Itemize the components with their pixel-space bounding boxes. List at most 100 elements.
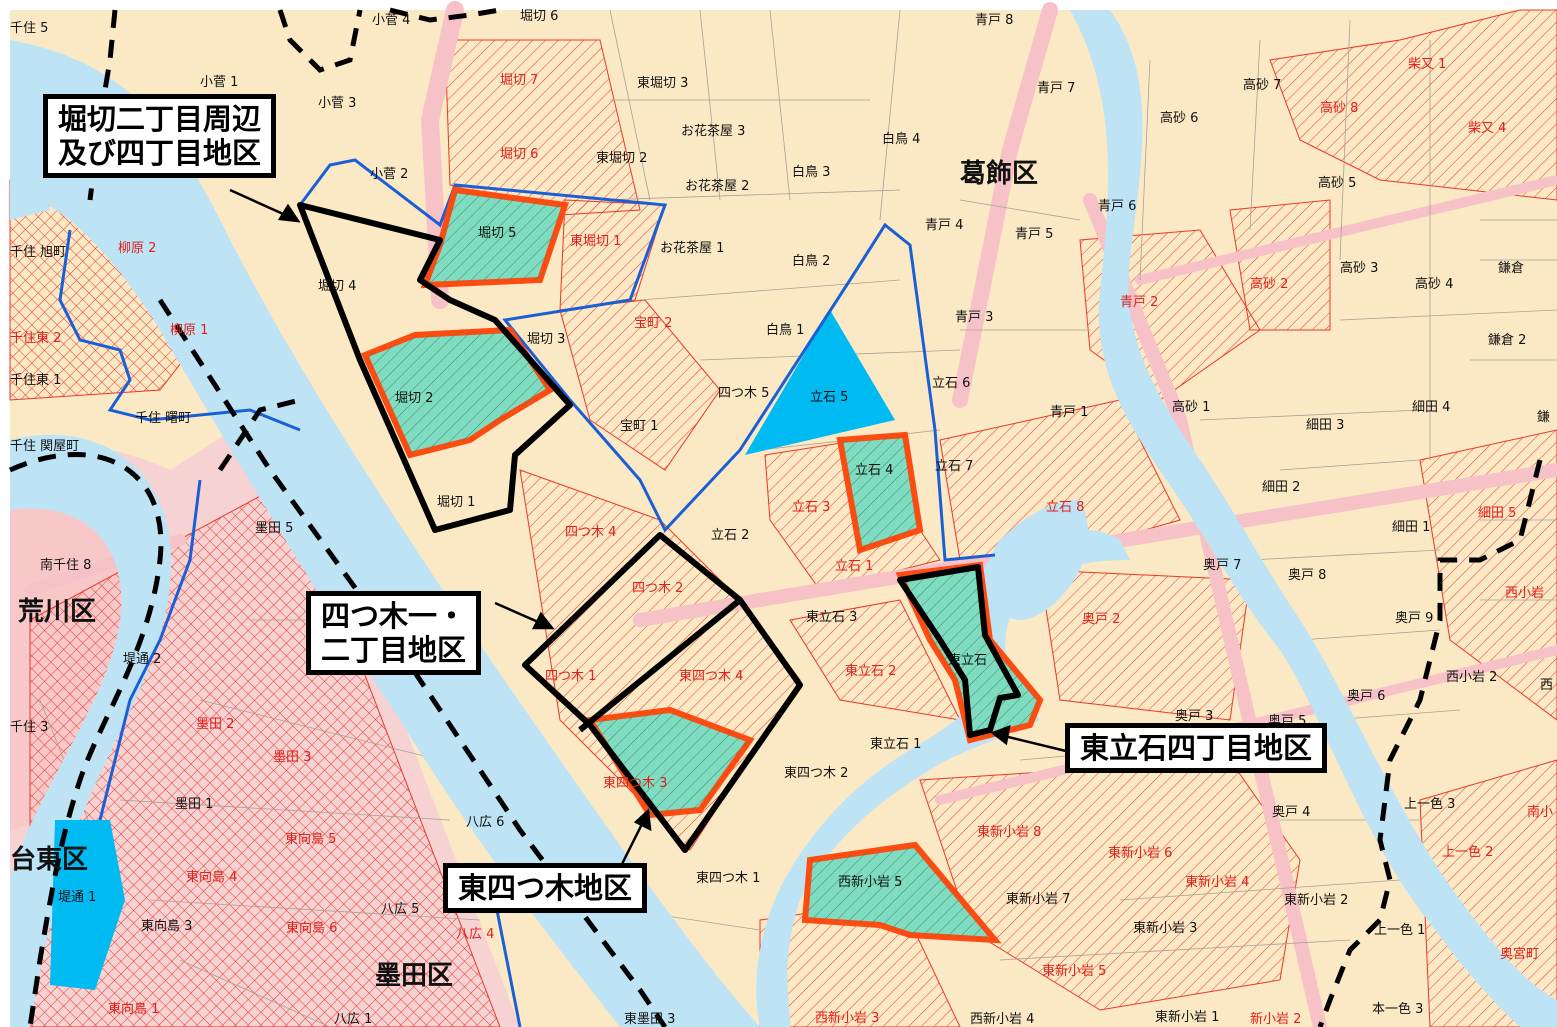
district-label: 小菅 2: [370, 167, 409, 182]
district-label: 細田 1: [1392, 520, 1431, 535]
district-label: 四つ木 5: [718, 386, 770, 401]
district-label: 柴又 4: [1468, 121, 1507, 136]
road-takasago: [1135, 175, 1557, 285]
district-label: 細田 2: [1262, 480, 1301, 495]
district-label: 青戸 8: [975, 13, 1014, 28]
district-label: 青戸 6: [1098, 199, 1137, 214]
district-outlines: [297, 202, 1021, 853]
district-label: 堀切 3: [527, 332, 566, 347]
district-label: 東向島 6: [286, 921, 338, 936]
district-label: 東向島 3: [141, 919, 193, 934]
district-label: 立石 3: [792, 500, 831, 515]
district-label: 東堀切 1: [570, 234, 622, 249]
district-label: 白鳥 4: [882, 132, 921, 147]
arrowhead-yotsugi: [531, 611, 555, 630]
district-label: 東堀切 2: [596, 151, 648, 166]
zone-higashihorikiri-1: [559, 199, 666, 311]
frame-top: [0, 0, 1557, 10]
district-label: 白鳥 2: [792, 254, 831, 269]
district-label: 千住 曙町: [135, 411, 192, 426]
district-label: 墨田 1: [175, 797, 214, 812]
district-label: 堀切 6: [500, 147, 539, 162]
district-label: 千住東 2: [10, 331, 62, 346]
district-label: 青戸 5: [1015, 227, 1054, 242]
zone-takaracho-2: [559, 299, 721, 471]
district-label: 西新小岩 4: [970, 1012, 1035, 1027]
district-label: 西新小岩 5: [838, 875, 903, 890]
district-label: 東新小岩 5: [1042, 964, 1107, 979]
district-label: 柳原 1: [170, 323, 209, 338]
district-label: 堀切 2: [395, 391, 434, 406]
district-label: 四つ木 4: [565, 525, 617, 540]
district-label: 立石 2: [711, 528, 750, 543]
blue-boundaries: [58, 158, 996, 1027]
frame-left: [0, 0, 10, 1027]
district-label: 新小岩 2: [1250, 1012, 1302, 1027]
district-label: 千住 旭町: [10, 245, 67, 260]
district-label: 鎌倉 2: [1488, 333, 1527, 348]
district-label: 千住 3: [10, 720, 49, 735]
district-label: 高砂 3: [1340, 261, 1379, 276]
district-label: 立石 7: [935, 459, 974, 474]
district-label: 青戸 7: [1037, 81, 1076, 96]
district-label: 東墨田 3: [624, 1012, 676, 1027]
district-label: 宝町 1: [620, 419, 659, 434]
rivers: [10, 10, 1557, 1027]
district-label: 千住 関屋町: [10, 439, 80, 454]
ward-label: 墨田区: [375, 961, 454, 991]
area-horikiri-5-hatch: [425, 190, 565, 285]
district-label: 東立石: [948, 653, 988, 668]
district-label: 東四つ木 4: [679, 669, 744, 684]
zone-shibamata: [1269, 9, 1557, 201]
district-label: 高砂 2: [1250, 277, 1289, 292]
district-label: 東新小岩 7: [1006, 892, 1071, 907]
district-label: 柴又 1: [1408, 57, 1447, 72]
district-label: 鎌: [1537, 410, 1551, 425]
district-label: 西小岩 2: [1446, 670, 1498, 685]
plaza-tateishi-5: [745, 310, 895, 455]
district-label: 奥戸 7: [1203, 558, 1242, 573]
arrowhead-higashiyotsugi: [633, 808, 652, 832]
district-label: 高砂 1: [1172, 400, 1211, 415]
district-label: 東新小岩 1: [1155, 1010, 1220, 1025]
district-label: 奥戸 6: [1347, 689, 1386, 704]
district-label: 上一色 3: [1404, 797, 1456, 812]
district-label: 墨田 3: [273, 750, 312, 765]
district-label: 八広 5: [381, 902, 420, 917]
district-label: 東立石 1: [870, 737, 922, 752]
district-label: 東新小岩 6: [1108, 846, 1173, 861]
arrowhead-horikiri: [277, 203, 301, 223]
district-label: 奥戸 8: [1288, 568, 1327, 583]
outline-yotsugi-divider: [578, 597, 742, 733]
arakawa-river: [10, 40, 760, 1027]
district-label: 立石 4: [855, 463, 894, 478]
district-label: 八広 1: [334, 1012, 373, 1027]
outline-higashitateishi: [897, 564, 1021, 738]
district-label: 四つ木 2: [632, 581, 684, 596]
district-label: 堀切 7: [500, 73, 539, 88]
district-label: 立石 5: [810, 390, 849, 405]
arrow-higashitateishi: [999, 733, 1071, 754]
area-horikiri-2-hatch: [365, 330, 550, 455]
district-label: 南小: [1527, 805, 1554, 820]
district-label: 高砂 4: [1415, 277, 1454, 292]
callout-arrows: [229, 188, 1071, 869]
zone-kamiisshiki: [1419, 759, 1557, 1027]
district-label: 堀切 4: [318, 279, 357, 294]
district-label: 堤通 1: [58, 890, 97, 905]
district-label: 白鳥 1: [766, 323, 805, 338]
district-label: 四つ木 1: [545, 669, 597, 684]
district-label: 堀切 1: [437, 495, 476, 510]
district-label: 千住 5: [10, 21, 49, 36]
zone-takasago-2: [1229, 199, 1331, 331]
district-label: 堤通 2: [123, 652, 162, 667]
nakagawa-upper: [1070, 10, 1557, 1027]
district-label: 東堀切 3: [637, 76, 689, 91]
district-label: 奥戸 4: [1272, 805, 1311, 820]
district-label: 西小岩: [1505, 586, 1545, 601]
district-label: 小菅 4: [372, 13, 411, 28]
callout-yotsugi: 四つ木一・ 二丁目地区: [306, 591, 482, 675]
area-higashiyotsugi-3-hatch: [590, 710, 750, 815]
